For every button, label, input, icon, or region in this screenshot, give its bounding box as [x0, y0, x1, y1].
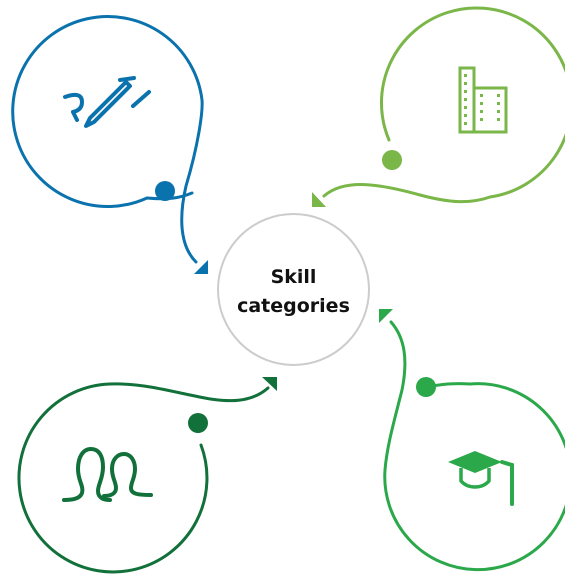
business-arrowhead	[312, 192, 326, 207]
people-category-node	[17, 377, 277, 574]
business-node-dot	[382, 150, 402, 170]
center-title-line-2: categories	[237, 295, 350, 317]
business-category-node	[312, 6, 565, 207]
education-node-dot	[416, 377, 436, 397]
writing-arrowhead	[194, 260, 208, 274]
people-connector-loop	[17, 382, 270, 574]
graduation-cap-icon	[448, 451, 514, 506]
people-node-dot	[188, 413, 208, 433]
business-connector-loop	[322, 6, 565, 204]
education-arrowhead	[379, 309, 393, 323]
writing-connector-loop	[11, 15, 204, 264]
office-buildings-icon	[458, 66, 508, 134]
education-connector-loop	[383, 320, 565, 572]
writing-category-node	[11, 15, 208, 274]
people-icon	[62, 447, 153, 502]
education-category-node	[379, 309, 565, 572]
center-circle	[217, 213, 370, 366]
writing-node-dot	[155, 181, 175, 201]
pen-writing-icon	[63, 76, 151, 128]
people-arrowhead	[262, 377, 277, 391]
center-title-line-1: Skill	[270, 266, 317, 288]
center-title: Skill categories	[218, 260, 369, 324]
